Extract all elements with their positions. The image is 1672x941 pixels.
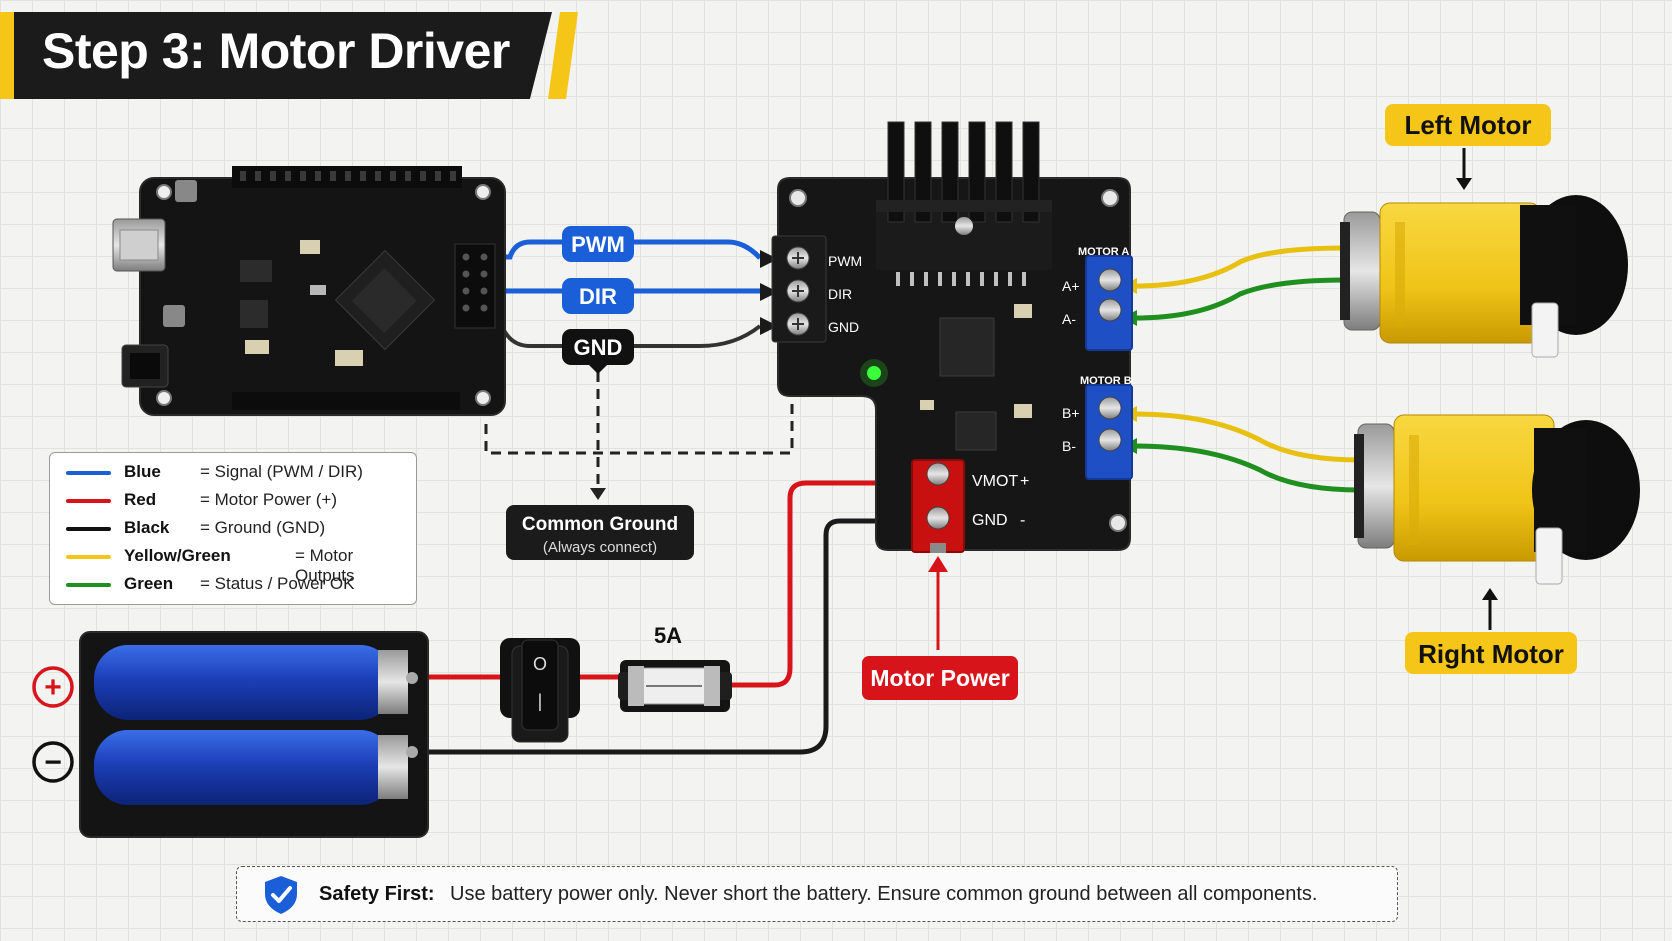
motor-b-plus-wire <box>1134 411 1361 463</box>
minus-sign-icon: − <box>32 741 74 783</box>
legend-name: Black <box>124 518 170 537</box>
vmot-label: VMOT <box>972 473 1018 490</box>
legend-desc: = Motor Power (+) <box>200 490 337 509</box>
motor-a-label: MOTOR A <box>1078 246 1129 258</box>
battery-pack <box>79 631 429 838</box>
safety-title: Safety First: <box>319 883 435 905</box>
legend-swatch <box>66 471 111 475</box>
legend-desc: = Status / Power OK <box>200 574 355 593</box>
legend-swatch <box>66 527 111 531</box>
pwm-badge: PWM <box>562 226 634 262</box>
legend-swatch <box>66 499 111 503</box>
vmot-wire <box>730 480 904 688</box>
legend-row-blue: Blue = Signal (PWM / DIR) <box>50 461 416 487</box>
fuse-rating-label: 5A <box>654 623 682 648</box>
safety-banner: Safety First: Use battery power only. Ne… <box>236 866 1398 922</box>
right-motor-arrowhead <box>1482 588 1498 600</box>
legend-row-red: Red = Motor Power (+) <box>50 489 416 515</box>
motor-b-label: MOTOR B <box>1080 375 1132 387</box>
a-minus-label: A- <box>1062 311 1076 327</box>
legend-swatch <box>66 555 111 559</box>
common-ground-subtitle: (Always connect) <box>543 539 657 556</box>
pin-label-dir: DIR <box>828 286 852 302</box>
b-minus-label: B- <box>1062 438 1076 454</box>
legend-desc: = Ground (GND) <box>200 518 326 537</box>
power-gnd-label: GND <box>972 512 1008 529</box>
shield-check-icon <box>265 876 297 914</box>
ground-arrow <box>590 488 606 500</box>
switch-on-label: O <box>533 654 547 674</box>
plus-sign-icon: + <box>32 666 74 708</box>
gnd-badge: GND <box>562 329 634 374</box>
legend-name: Yellow/Green <box>124 546 231 565</box>
common-ground-dashed <box>484 362 794 455</box>
wire-color-legend: Blue = Signal (PWM / DIR) Red = Motor Po… <box>49 452 417 605</box>
a-plus-label: A+ <box>1062 278 1080 294</box>
title-bar <box>0 12 552 99</box>
right-motor-tag: Right Motor <box>1405 632 1577 674</box>
left-motor-arrowhead <box>1456 178 1472 190</box>
microcontroller-board <box>112 166 506 416</box>
motor-power-badge: Motor Power <box>862 656 1018 700</box>
motor-power-label: Motor Power <box>870 665 1009 691</box>
left-motor-tag: Left Motor <box>1385 104 1551 146</box>
common-ground-title: Common Ground <box>522 514 678 535</box>
wire-arrow <box>760 283 778 301</box>
legend-name: Blue <box>124 462 161 481</box>
wire-arrow <box>760 250 778 268</box>
pwm-badge-label: PWM <box>571 232 625 257</box>
legend-row-green: Green = Status / Power OK <box>50 573 416 599</box>
motor-driver-board <box>771 121 1133 553</box>
battery-gnd-wire <box>428 518 904 755</box>
switch-off-label: | <box>538 691 543 711</box>
legend-row-yellow-green: Yellow/Green = Motor Outputs <box>50 545 416 585</box>
safety-text: Use battery power only. Never short the … <box>450 883 1318 905</box>
right-motor <box>1354 414 1640 585</box>
motor-a-minus-wire <box>1134 277 1346 321</box>
title-accent <box>0 12 14 99</box>
motor-power-arrowhead <box>928 556 948 572</box>
vmot-plus-sign: + <box>1020 473 1029 490</box>
motor-b-minus-wire <box>1134 443 1361 493</box>
common-ground-box: Common Ground (Always connect) <box>506 505 694 560</box>
page-title: Step 3: Motor Driver <box>42 23 510 79</box>
legend-desc: = Signal (PWM / DIR) <box>200 462 363 481</box>
gnd-badge-label: GND <box>574 335 623 360</box>
legend-swatch <box>66 583 111 587</box>
wire-arrow <box>760 317 778 335</box>
battery-plus-label: + <box>44 671 62 704</box>
legend-name: Green <box>124 574 174 593</box>
power-gnd-minus-sign: - <box>1020 512 1025 529</box>
b-plus-label: B+ <box>1062 405 1080 421</box>
fuse <box>618 660 732 712</box>
motor-a-plus-wire <box>1134 245 1346 289</box>
legend-desc: = Motor Outputs <box>295 546 355 585</box>
legend-name: Red <box>124 490 157 509</box>
pwm-wire <box>500 239 762 260</box>
left-motor <box>1340 195 1628 358</box>
dir-badge-label: DIR <box>579 284 617 309</box>
battery-minus-label: − <box>44 746 62 779</box>
right-motor-label: Right Motor <box>1418 639 1564 669</box>
status-led-icon <box>867 366 881 380</box>
left-motor-label: Left Motor <box>1404 110 1531 140</box>
dir-badge: DIR <box>562 278 634 314</box>
legend-row-black: Black = Ground (GND) <box>50 517 416 543</box>
power-switch[interactable]: O | <box>500 638 580 743</box>
pin-label-gnd: GND <box>828 319 859 335</box>
gnd-signal-wire <box>498 320 762 348</box>
pin-label-pwm: PWM <box>828 253 862 269</box>
